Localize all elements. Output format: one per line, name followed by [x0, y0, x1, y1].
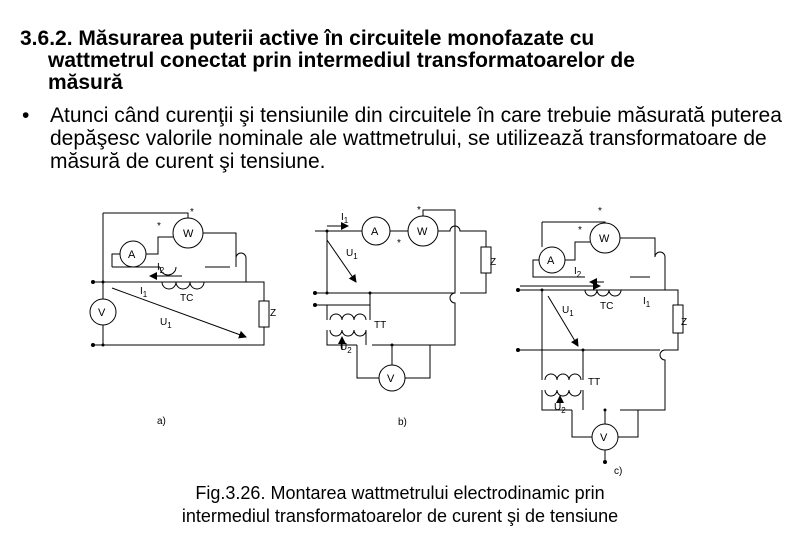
wattmeter-b-label: W: [417, 226, 428, 238]
tc-label-c: TC: [600, 301, 613, 312]
bullet-text: Atunci când curenţii şi tensiunile din c…: [50, 104, 782, 173]
label-b: b): [398, 417, 407, 428]
current-i2-c: I2: [574, 266, 582, 279]
tt-label-c: TT: [588, 377, 600, 388]
section-number: 3.6.2.: [20, 27, 73, 50]
section-heading-line2: wattmetrul conectat prin intermediul tra…: [48, 49, 635, 72]
diagram-c: W * * A Z V: [516, 206, 687, 477]
ammeter-c-label: A: [547, 255, 555, 267]
figure-caption: Fig.3.26. Montarea wattmetrului electrod…: [0, 482, 800, 528]
diagram-a: W * * A V Z I2 I1 TC: [89, 207, 276, 427]
load-a-label: Z: [270, 308, 276, 319]
star-a1: *: [190, 207, 194, 218]
star-c1: *: [598, 206, 602, 217]
load-a: [258, 300, 270, 328]
star-b1: *: [417, 205, 421, 216]
wattmeter-a-label: W: [183, 228, 194, 240]
current-i1-c: I1: [643, 296, 651, 309]
current-i1-a: I1: [140, 286, 148, 299]
tc-label-a: TC: [180, 293, 193, 304]
circuit-diagrams: W * * A V Z I2 I1 TC: [89, 205, 687, 477]
diagram-b: A W * * Z V I1: [313, 205, 496, 428]
voltmeter-c-label: V: [600, 432, 608, 444]
label-c: c): [614, 466, 622, 477]
tt-label-b: TT: [374, 320, 386, 331]
figure-caption-line1: Fig.3.26. Montarea wattmetrului electrod…: [195, 483, 605, 503]
current-i1-b: I1: [341, 212, 349, 225]
label-a: a): [157, 416, 166, 427]
voltage-u1-c: U1: [562, 305, 574, 318]
star-a2: *: [157, 221, 161, 232]
voltage-u1-b: U1: [346, 248, 358, 261]
voltage-u2-b: U2: [340, 342, 352, 355]
star-b2: *: [397, 238, 401, 249]
ammeter-b-label: A: [371, 226, 379, 238]
bullet-icon: •: [22, 104, 30, 127]
section-heading-line1: Măsurarea puterii active în circuitele m…: [78, 27, 595, 50]
star-c2: *: [578, 225, 582, 236]
voltmeter-a-label: V: [98, 307, 106, 319]
section-heading-line3: măsură: [48, 71, 123, 94]
ammeter-a-label: A: [128, 249, 136, 261]
load-c-label: Z: [681, 317, 687, 328]
current-i2-a: I2: [157, 262, 165, 275]
voltmeter-b-label: V: [387, 373, 395, 385]
load-b-label: Z: [490, 257, 496, 268]
figure-caption-line2: intermediul transformatoarelor de curent…: [181, 506, 619, 526]
voltage-u1-a: U1: [160, 317, 172, 330]
voltage-u2-c: U2: [554, 402, 566, 415]
section-heading: 3.6.2. Măsurarea puterii active în circu…: [20, 28, 790, 94]
wattmeter-c-label: W: [599, 233, 610, 245]
